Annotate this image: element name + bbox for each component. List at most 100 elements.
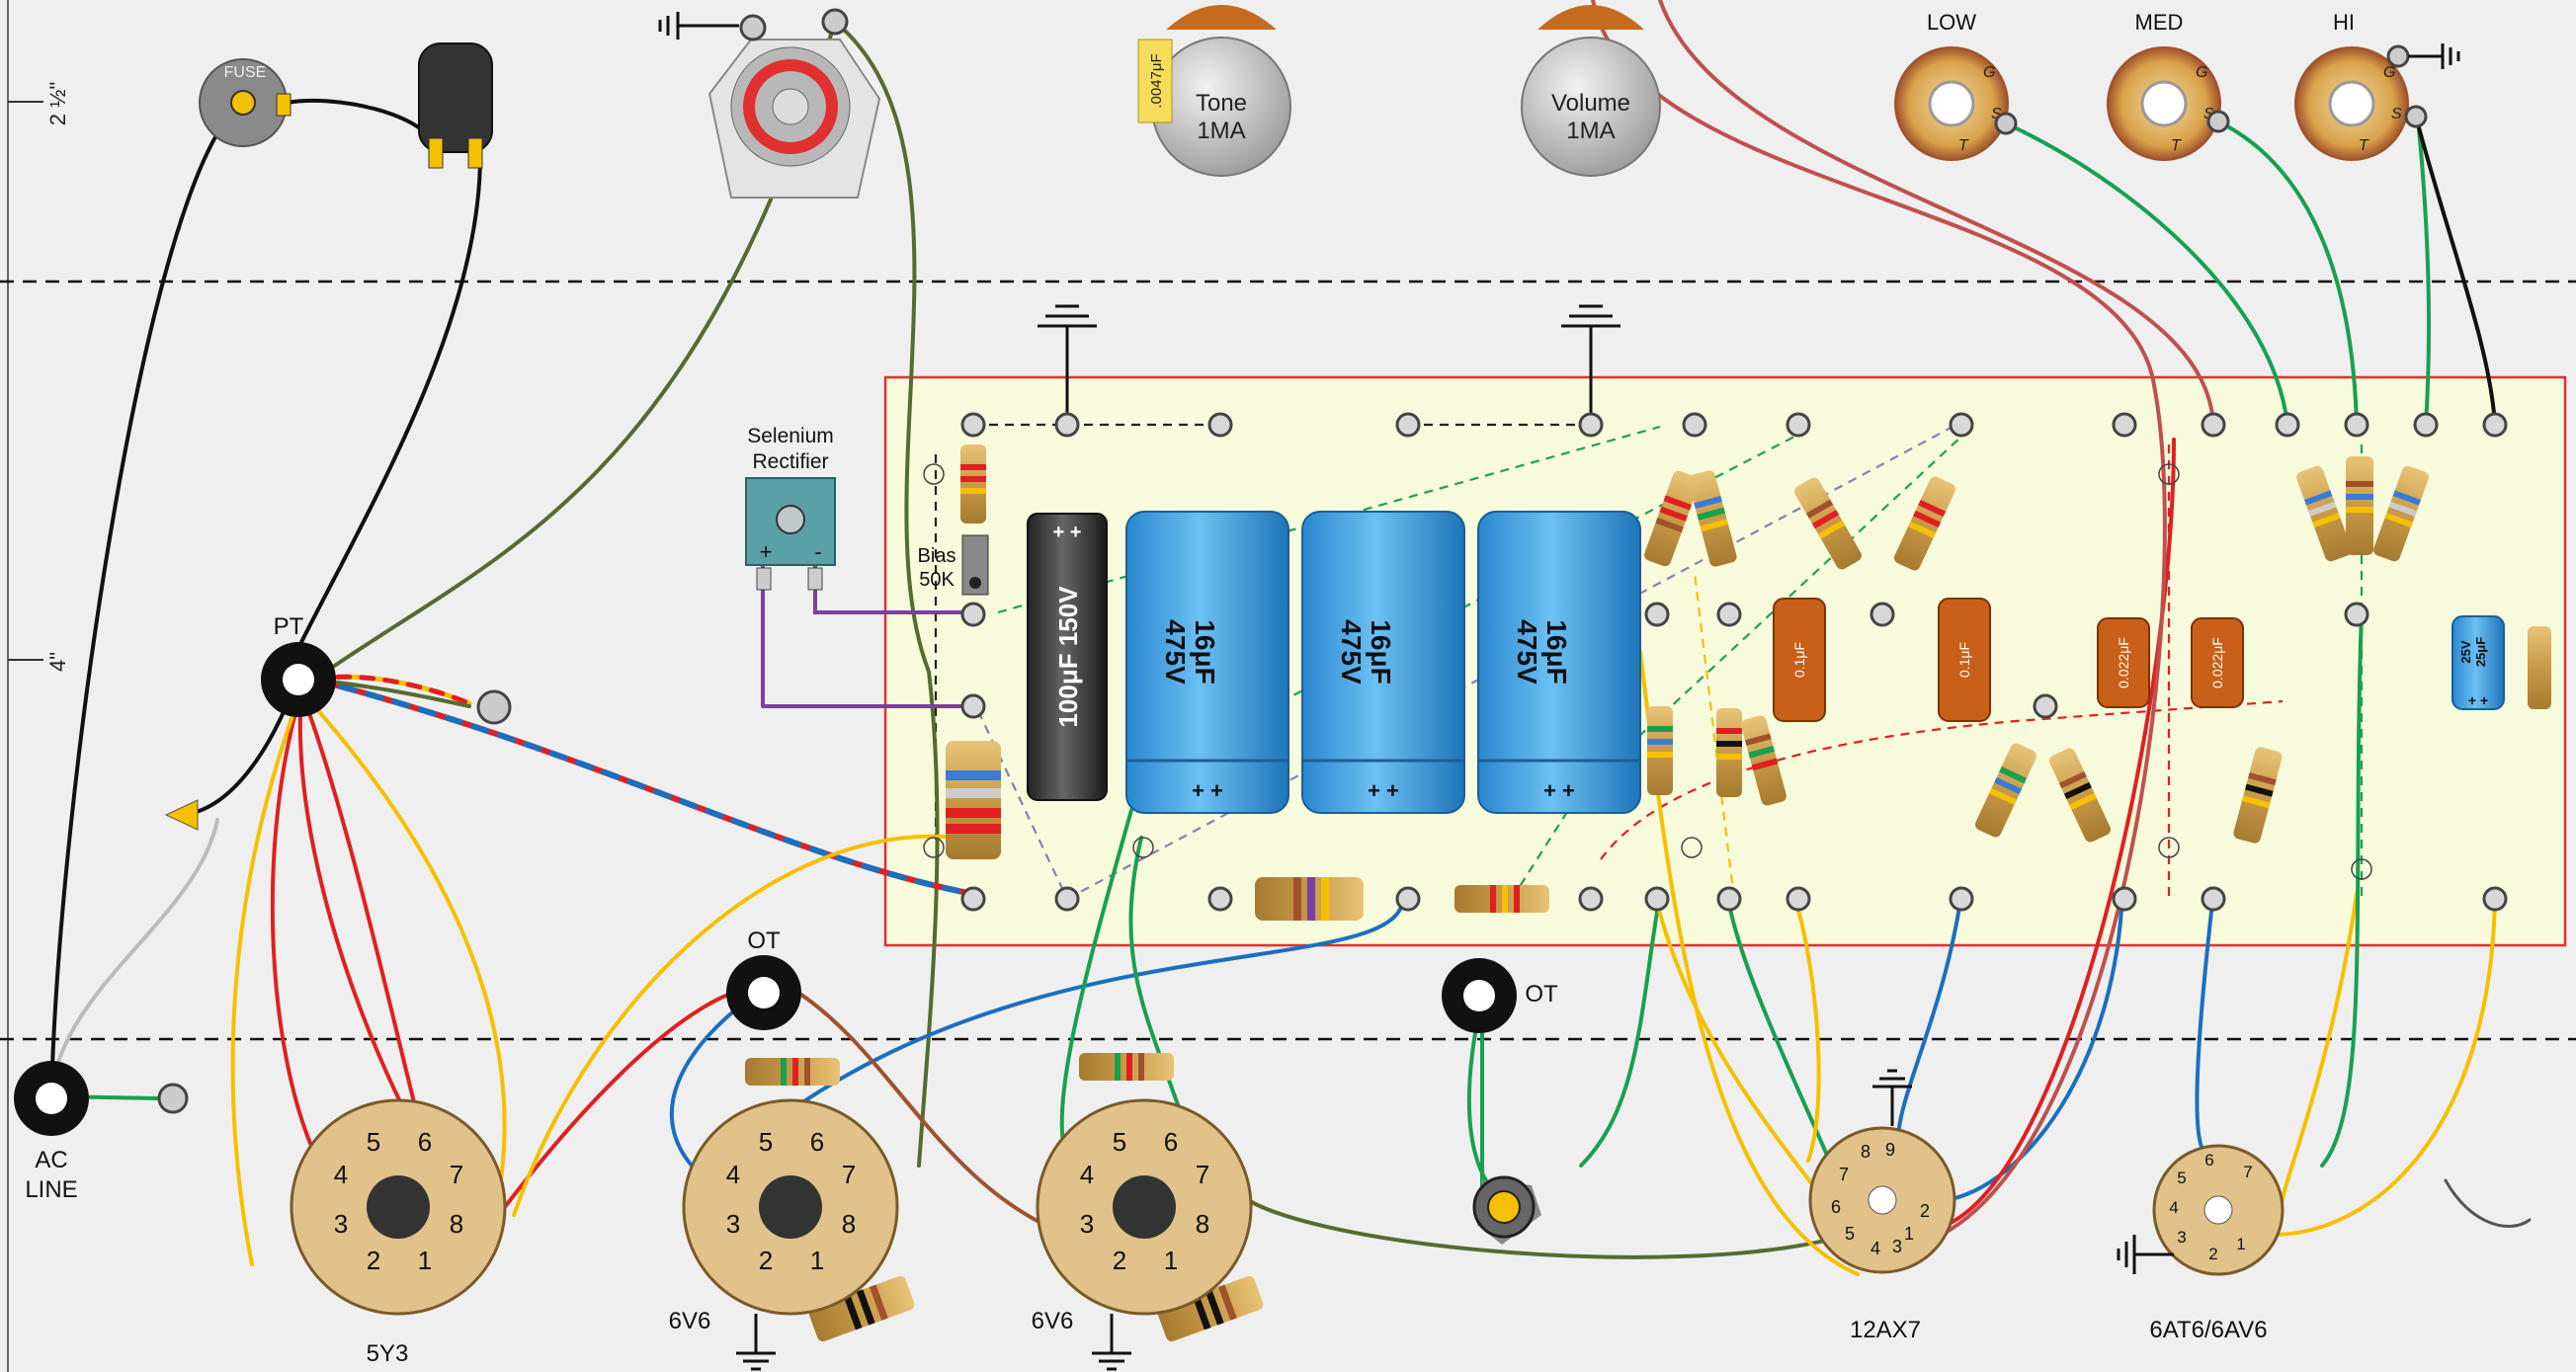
ot-label-1: OT xyxy=(747,928,781,954)
jack-low-tip: T xyxy=(1958,137,1969,154)
socket-6v6-2-pin4: 4 xyxy=(1080,1160,1094,1189)
coupling-cap-4: 0.022μF xyxy=(2191,617,2244,708)
bias-trimmer[interactable]: Bias 50K xyxy=(918,534,989,596)
socket-6v6-2-pin5: 5 xyxy=(1113,1127,1126,1157)
socket-6v6-2-label: 6V6 xyxy=(1032,1308,1074,1334)
socket-6v6-1: 1 2 3 4 5 6 7 8 6V6 xyxy=(669,1098,899,1371)
socket-6v6-1-pin6: 6 xyxy=(810,1127,824,1157)
jack-hi-sleeve: S xyxy=(2391,106,2402,122)
bypass-cap-l2: 25V xyxy=(2458,640,2473,663)
ac-line-label-2: LINE xyxy=(25,1176,77,1203)
ot-grommet-2: OT xyxy=(1442,958,1558,1033)
tone-cap-label: .0047μF xyxy=(1148,53,1165,108)
socket-6at6-pin6: 6 xyxy=(2204,1151,2213,1170)
socket-6v6-2-pin3: 3 xyxy=(1080,1209,1094,1239)
socket-5y3-pin4: 4 xyxy=(334,1160,348,1189)
filter-cap-2-pol: + + xyxy=(1368,778,1399,803)
cap-100uf-label: 100μF 150V xyxy=(1053,586,1083,728)
volume-pot-name: Volume xyxy=(1551,90,1630,117)
socket-5y3-pin7: 7 xyxy=(450,1160,463,1189)
socket-6v6-2-pin8: 8 xyxy=(1196,1209,1209,1239)
jack-med-ground: G xyxy=(2196,64,2207,81)
filter-cap-2-l2: 475V xyxy=(1336,619,1367,685)
jack-low-label: LOW xyxy=(1927,10,1976,35)
socket-6at6-pin5: 5 xyxy=(2177,1169,2186,1187)
jack-med-sleeve: S xyxy=(2203,106,2214,122)
socket-6at6-label: 6AT6/6AV6 xyxy=(2149,1317,2267,1343)
cap-100uf: + + 100μF 150V xyxy=(1027,513,1108,801)
socket-6v6-1-label: 6V6 xyxy=(669,1308,711,1334)
output-jack-assembly xyxy=(658,8,881,199)
coupling-cap-3: 0.022μF xyxy=(2097,617,2150,708)
coupling-cap-1: 0.1μF xyxy=(1773,598,1826,722)
filter-cap-2-l1: 16μF xyxy=(1366,619,1396,684)
socket-6v6-1-pin5: 5 xyxy=(759,1127,773,1157)
socket-6at6: 1 2 3 4 5 6 7 6AT6/6AV6 xyxy=(2117,1144,2285,1343)
jack-low-ground: G xyxy=(1983,64,1995,81)
selenium-rectifier: Selenium Rectifier + - xyxy=(745,425,836,591)
input-jack-low[interactable]: LOW G S T xyxy=(1894,10,2018,161)
fuse-label: FUSE xyxy=(224,64,267,81)
speaker-jack[interactable] xyxy=(1472,1175,1541,1245)
socket-12ax7-pin9: 9 xyxy=(1885,1140,1895,1160)
jack-hi-ground: G xyxy=(2383,64,2395,81)
volume-pot-value: 1MA xyxy=(1566,118,1615,144)
socket-5y3: 1 2 3 4 5 6 7 8 5Y3 xyxy=(290,1098,507,1367)
board-resistors xyxy=(745,444,2551,1342)
socket-6at6-pin1: 1 xyxy=(2236,1235,2245,1253)
coupling-cap-3-label: 0.022μF xyxy=(2116,637,2131,688)
socket-12ax7-label: 12AX7 xyxy=(1850,1317,1921,1343)
socket-6at6-pin4: 4 xyxy=(2169,1198,2178,1217)
socket-6v6-2-pin6: 6 xyxy=(1164,1127,1178,1157)
socket-5y3-pin8: 8 xyxy=(450,1209,463,1239)
rectifier-label-1: Selenium xyxy=(747,425,834,447)
socket-12ax7-pin6: 6 xyxy=(1831,1197,1841,1217)
filter-cap-3-l1: 16μF xyxy=(1541,619,1572,684)
board-ground-symbols xyxy=(1038,304,1620,425)
volume-pot[interactable]: Volume 1MA xyxy=(1521,5,1661,177)
board-mount-holes xyxy=(923,463,2372,880)
filter-cap-1-l1: 16μF xyxy=(1190,619,1220,684)
socket-12ax7-pin3: 3 xyxy=(1892,1237,1902,1256)
socket-5y3-pin5: 5 xyxy=(367,1127,380,1157)
socket-6v6-1-pin3: 3 xyxy=(726,1209,740,1239)
socket-6v6-1-pin4: 4 xyxy=(726,1160,740,1189)
socket-5y3-pin2: 2 xyxy=(367,1246,380,1275)
socket-5y3-pin1: 1 xyxy=(418,1246,432,1275)
bypass-cap-l1: 25μF xyxy=(2473,637,2488,667)
coupling-cap-4-label: 0.022μF xyxy=(2209,637,2225,688)
tone-cap xyxy=(1137,39,1173,123)
socket-6v6-1-pin8: 8 xyxy=(842,1209,856,1239)
socket-6at6-pin7: 7 xyxy=(2243,1163,2252,1181)
board-turrets xyxy=(960,412,2508,912)
jack-hi-tip: T xyxy=(2359,137,2369,154)
coupling-cap-2-label: 0.1μF xyxy=(1956,642,1972,678)
rectifier-minus: - xyxy=(814,539,821,564)
rectifier-label-2: Rectifier xyxy=(752,450,828,473)
tone-pot[interactable]: Tone 1MA .0047μF xyxy=(1137,5,1291,177)
socket-6v6-2-pin1: 1 xyxy=(1164,1246,1178,1275)
scale-label-4: 4" xyxy=(45,652,70,672)
ot-label-2: OT xyxy=(1525,981,1558,1008)
socket-5y3-label: 5Y3 xyxy=(367,1340,409,1367)
socket-5y3-pin6: 6 xyxy=(418,1127,432,1157)
power-switch xyxy=(418,42,493,169)
filter-cap-1-pol: + + xyxy=(1192,778,1223,803)
input-jack-med[interactable]: MED G S T xyxy=(2107,10,2230,161)
socket-12ax7: 1 2 3 4 5 6 7 8 9 12AX7 xyxy=(1808,1069,1956,1343)
socket-12ax7-pin5: 5 xyxy=(1845,1224,1855,1244)
coupling-cap-1-label: 0.1μF xyxy=(1791,642,1807,678)
ac-line-grommet: AC LINE xyxy=(14,1061,189,1203)
filter-cap-1: 16μF 475V + + xyxy=(1125,511,1289,814)
socket-5y3-pin3: 3 xyxy=(334,1209,348,1239)
input-jack-hi[interactable]: HI G S T xyxy=(2294,10,2460,161)
socket-12ax7-pin1: 1 xyxy=(1904,1224,1914,1244)
socket-12ax7-pin4: 4 xyxy=(1870,1239,1880,1258)
bias-label-2: 50K xyxy=(919,569,955,591)
socket-6v6-1-pin2: 2 xyxy=(759,1246,773,1275)
chassis-wiring xyxy=(49,0,2532,1276)
coupling-cap-2: 0.1μF xyxy=(1938,598,1991,722)
ac-line-label-1: AC xyxy=(35,1147,67,1173)
